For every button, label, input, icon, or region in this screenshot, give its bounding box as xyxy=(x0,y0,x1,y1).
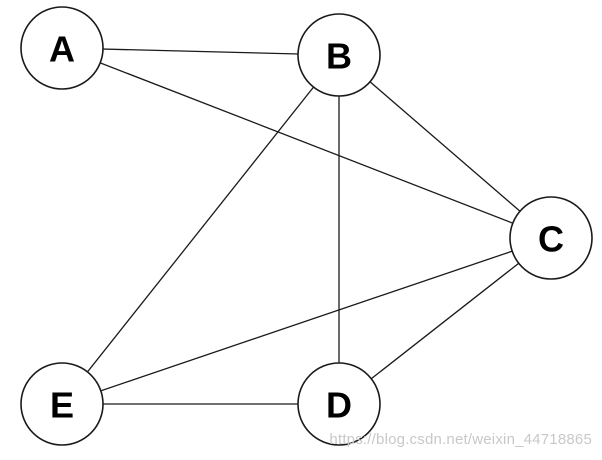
node-circle-d xyxy=(297,362,381,446)
node-label-b: B xyxy=(326,36,352,77)
node-circle-b xyxy=(297,13,381,97)
edge-c-d xyxy=(338,237,552,405)
node-a: A xyxy=(20,6,104,90)
nodes-layer: A B C D E xyxy=(20,6,593,446)
node-d: D xyxy=(297,362,381,446)
edge-b-e xyxy=(61,54,340,405)
node-label-a: A xyxy=(49,29,75,70)
node-circle-c xyxy=(509,196,593,280)
node-c: C xyxy=(509,196,593,280)
node-label-d: D xyxy=(326,385,352,426)
node-e: E xyxy=(20,362,104,446)
watermark-text: https://blog.csdn.net/weixin_44718865 xyxy=(329,431,592,448)
edge-a-b xyxy=(61,47,340,56)
node-circle-a xyxy=(20,6,104,90)
edge-c-e xyxy=(61,237,552,405)
node-b: B xyxy=(297,13,381,97)
node-label-e: E xyxy=(50,385,74,426)
node-label-c: C xyxy=(538,219,564,260)
node-circle-e xyxy=(20,362,104,446)
edges-layer xyxy=(61,47,552,405)
edge-a-c xyxy=(61,47,552,239)
edge-b-c xyxy=(338,54,552,239)
